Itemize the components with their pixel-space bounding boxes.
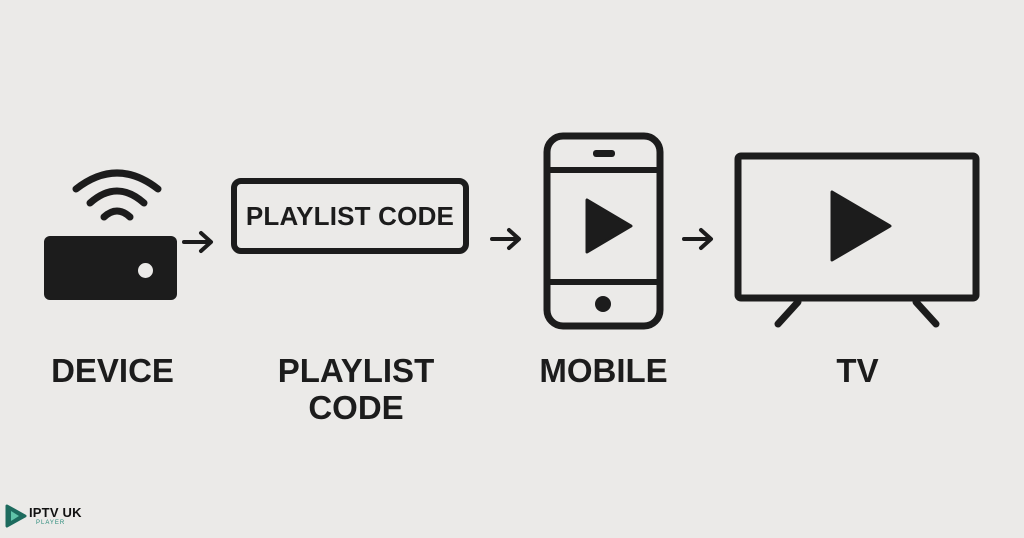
label-playlist-code-line1: PLAYLIST xyxy=(277,352,435,389)
router-led-icon xyxy=(138,263,153,278)
label-tv: TV xyxy=(836,352,879,389)
label-device: DEVICE xyxy=(51,352,174,389)
play-icon xyxy=(830,190,892,262)
playlist-code-box: PLAYLIST CODE xyxy=(231,178,469,254)
router-icon xyxy=(44,236,177,300)
label-playlist-code-line2: CODE xyxy=(308,389,404,426)
iptv-uk-logo: IPTV UK PLAYER xyxy=(4,503,114,533)
logo-name: IPTV UK xyxy=(29,505,82,520)
logo-play-icon xyxy=(5,504,27,528)
wifi-icon xyxy=(72,169,162,221)
logo-subtitle: PLAYER xyxy=(36,520,66,526)
arrow-right-icon xyxy=(182,231,213,253)
label-playlist-code: PLAYLIST CODE xyxy=(263,352,449,426)
tv-icon xyxy=(734,152,980,328)
arrow-right-icon xyxy=(490,228,521,250)
label-mobile: MOBILE xyxy=(539,352,668,389)
smartphone-icon xyxy=(543,132,664,330)
playlist-code-box-text: PLAYLIST CODE xyxy=(245,200,455,231)
arrow-right-icon xyxy=(682,228,713,250)
play-icon xyxy=(585,198,633,254)
